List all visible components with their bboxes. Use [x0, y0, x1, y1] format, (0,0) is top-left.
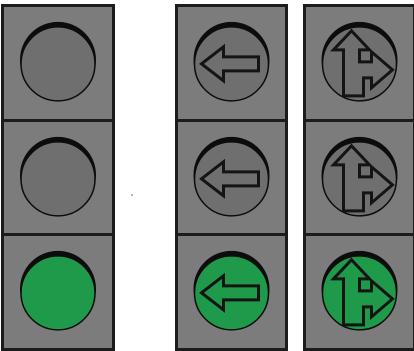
signal-cell-2 — [178, 122, 285, 234]
signal-cell-3 — [4, 236, 112, 348]
signal-cell-3 — [306, 236, 413, 348]
lamp-off — [306, 7, 413, 119]
lamp-lens — [21, 256, 95, 330]
signal-cell-2 — [4, 122, 112, 234]
stray-mark — [131, 194, 133, 196]
signal-cell-2 — [306, 122, 413, 234]
traffic-signal-plain — [1, 4, 115, 351]
traffic-signal-left-arrow — [175, 4, 288, 351]
lamp-on — [178, 236, 285, 348]
lamp-lens — [21, 141, 95, 215]
signal-cell-1 — [178, 7, 285, 119]
traffic-signal-straight-right-arrow — [303, 4, 414, 351]
lamp-off — [4, 122, 112, 234]
lamp-on — [306, 236, 413, 348]
lamp-lens — [21, 27, 95, 101]
signal-cell-3 — [178, 236, 285, 348]
lamp-off — [4, 7, 112, 119]
signal-cell-1 — [4, 7, 112, 119]
lamp-off — [306, 122, 413, 234]
lamp-on — [4, 236, 112, 348]
lamp-off — [178, 7, 285, 119]
lamp-off — [178, 122, 285, 234]
signal-cell-1 — [306, 7, 413, 119]
